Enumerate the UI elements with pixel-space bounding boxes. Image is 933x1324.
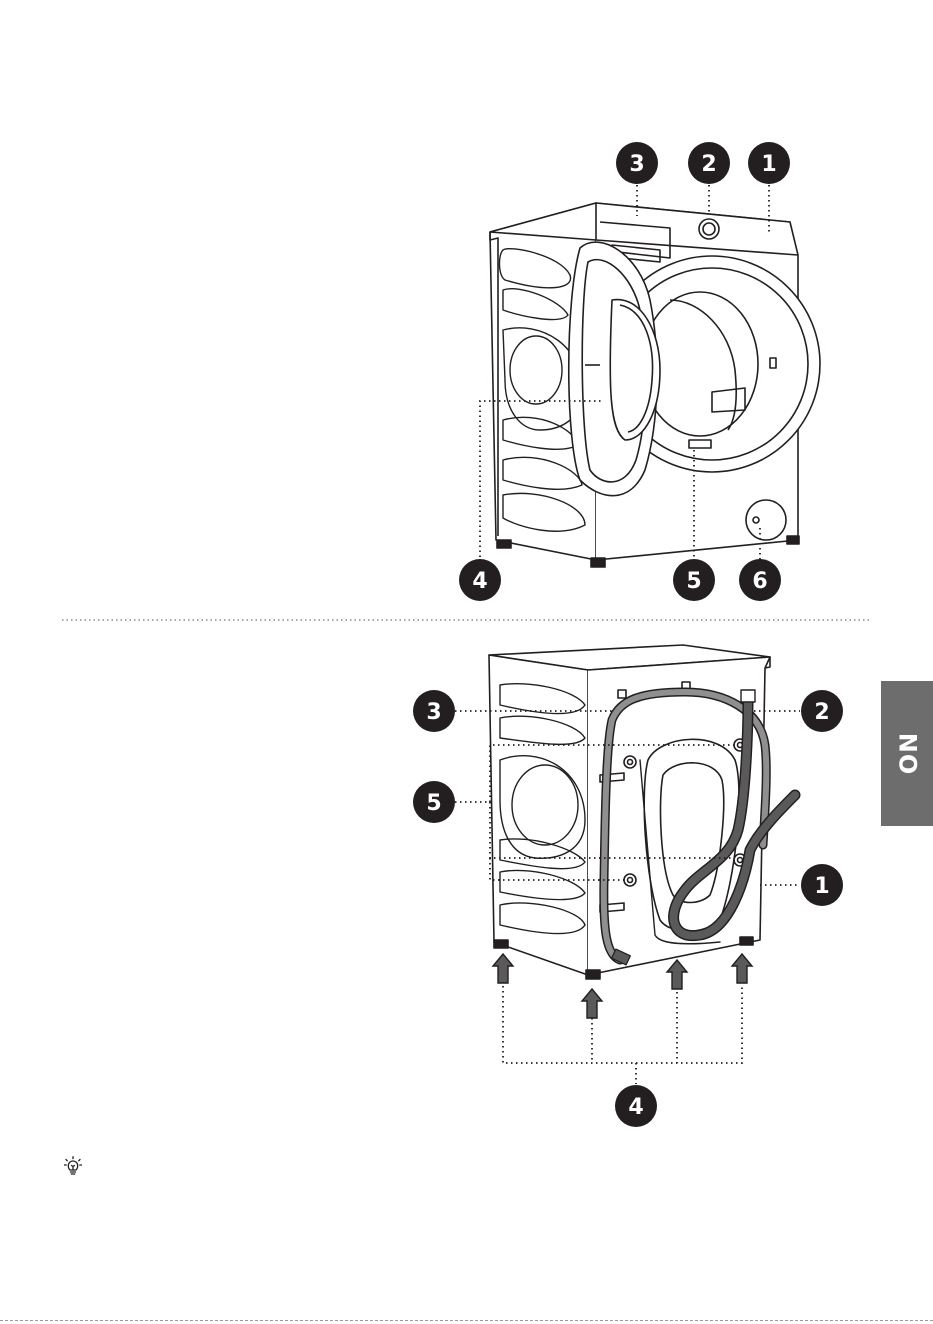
callout-back-4: 4 <box>615 1085 657 1127</box>
callout-back-5: 5 <box>413 781 455 823</box>
lightbulb-icon <box>64 1156 82 1176</box>
callout-front-4: 4 <box>459 559 501 601</box>
arrow-up-icon <box>582 989 602 1018</box>
callout-number: 5 <box>686 569 701 594</box>
callout-number: 5 <box>426 791 441 816</box>
callout-back-1: 1 <box>801 864 843 906</box>
language-tab: NO <box>881 681 933 826</box>
callout-front-1: 1 <box>748 142 790 184</box>
callout-number: 1 <box>761 152 776 177</box>
callout-back-2: 2 <box>801 690 843 732</box>
callout-front-5: 5 <box>673 559 715 601</box>
callout-number: 6 <box>752 569 767 594</box>
callout-number: 1 <box>814 874 829 899</box>
arrow-up-icon <box>667 960 687 989</box>
arrow-up-icon <box>493 954 513 983</box>
callout-number: 2 <box>701 152 716 177</box>
callout-number: 3 <box>629 152 644 177</box>
language-tab-label: NO <box>893 732 921 775</box>
callout-front-3: 3 <box>616 142 658 184</box>
washing-machine-back-illustration <box>489 645 770 979</box>
callout-number: 4 <box>472 569 487 594</box>
arrow-up-icon <box>732 954 752 983</box>
callout-front-6: 6 <box>739 559 781 601</box>
callout-number: 3 <box>426 700 441 725</box>
callout-front-2: 2 <box>688 142 730 184</box>
page-bottom-rule <box>0 1320 933 1321</box>
washing-machine-front-illustration <box>490 203 820 567</box>
callout-number: 4 <box>628 1095 643 1120</box>
callout-number: 2 <box>814 700 829 725</box>
callout-back-3: 3 <box>413 690 455 732</box>
